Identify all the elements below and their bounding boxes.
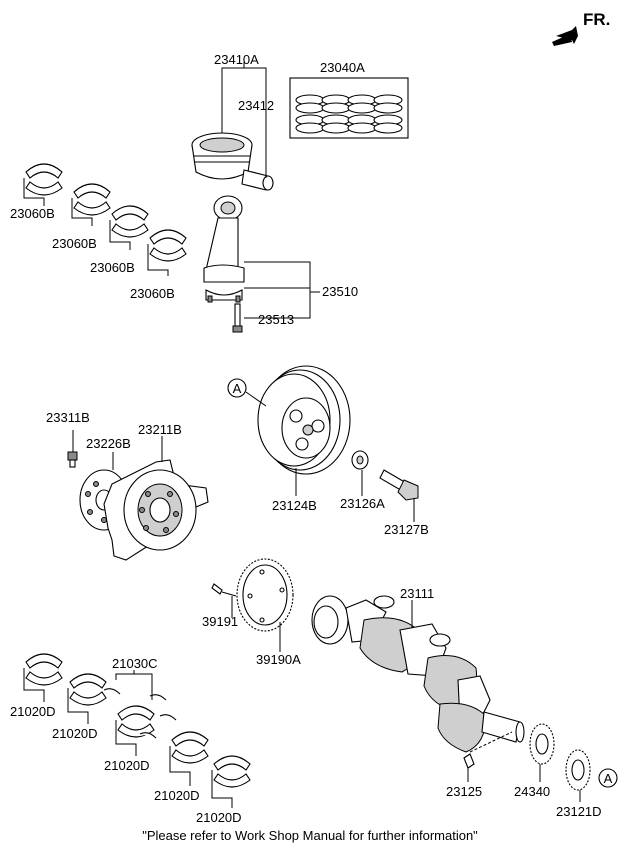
label-39190A: 39190A — [256, 652, 301, 667]
svg-text:A: A — [233, 381, 242, 396]
label-23060B-4: 23060B — [130, 286, 175, 301]
crankshaft-sprocket — [565, 749, 591, 791]
connecting-rod — [203, 195, 245, 303]
label-23127B: 23127B — [384, 522, 429, 537]
label-23211B: 23211B — [138, 422, 182, 437]
front-direction-indicator: FR. — [552, 10, 610, 46]
piston-ring-set — [289, 77, 409, 139]
svg-text:A: A — [604, 771, 613, 786]
rod-bearing-4 — [147, 229, 187, 276]
label-21020D-2: 21020D — [52, 726, 98, 741]
label-23410A: 23410A — [214, 52, 259, 67]
main-bearing-2 — [67, 673, 107, 724]
front-label: FR. — [583, 10, 610, 29]
label-23510: 23510 — [322, 284, 358, 299]
label-23111: 23111 — [400, 586, 434, 601]
label-21020D-1: 21020D — [10, 704, 56, 719]
rod-bearing-1 — [23, 163, 63, 206]
label-23513: 23513 — [258, 312, 294, 327]
sensor-wheel-pin — [211, 583, 223, 595]
label-21030C: 21030C — [112, 656, 158, 671]
crankshaft-damper-pulley — [257, 365, 351, 475]
label-23311B: 23311B — [46, 410, 90, 425]
reference-mark-a-bottom: A — [598, 768, 618, 788]
reference-mark-a-top: A — [227, 378, 267, 407]
label-23060B-2: 23060B — [52, 236, 97, 251]
label-21020D-3: 21020D — [104, 758, 150, 773]
main-bearing-5 — [211, 755, 251, 808]
label-24340: 24340 — [514, 784, 550, 799]
piston — [191, 132, 253, 180]
rod-bearing-3 — [109, 205, 149, 250]
crankshaft-position-sensor-wheel — [236, 558, 294, 632]
crankshaft — [311, 595, 525, 753]
label-21020D-5: 21020D — [196, 810, 242, 825]
piston-assembly — [191, 62, 274, 191]
connecting-rod-bolt — [232, 303, 243, 333]
piston-pin — [241, 169, 274, 191]
crankshaft-key — [463, 753, 475, 769]
footer-note: "Please refer to Work Shop Manual for fu… — [142, 828, 478, 843]
main-bearing-3 — [115, 705, 155, 756]
pulley-bolt — [379, 469, 419, 501]
label-23126A: 23126A — [340, 496, 385, 511]
label-23124B: 23124B — [272, 498, 317, 513]
thrust-washers — [103, 670, 177, 739]
label-23226B: 23226B — [86, 436, 131, 451]
label-23060B-3: 23060B — [90, 260, 135, 275]
label-39191: 39191 — [202, 614, 238, 629]
rod-bearing-2 — [71, 183, 111, 226]
drive-plate — [103, 459, 209, 561]
label-23060B-1: 23060B — [10, 206, 55, 221]
timing-chain-sprocket — [529, 723, 555, 765]
main-bearing-1 — [23, 653, 63, 702]
pulley-washer — [351, 450, 369, 470]
front-arrow-icon — [556, 26, 578, 44]
label-23040A: 23040A — [320, 60, 365, 75]
label-21020D-4: 21020D — [154, 788, 200, 803]
label-23412: 23412 — [238, 98, 274, 113]
label-23125: 23125 — [446, 784, 482, 799]
drive-plate-bolt — [67, 451, 78, 468]
main-bearing-4 — [169, 731, 209, 786]
label-23121D: 23121D — [556, 804, 602, 819]
